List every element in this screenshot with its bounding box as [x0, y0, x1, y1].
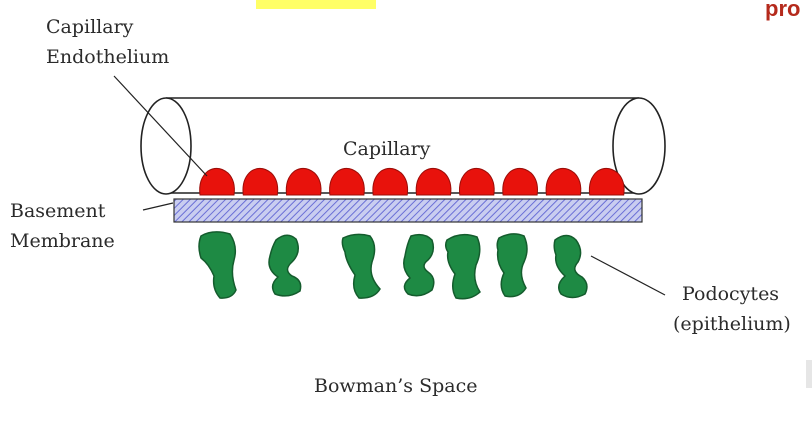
basement-membrane — [174, 199, 642, 222]
label-capillary: Capillary — [343, 136, 430, 162]
leader-line-basement-membrane — [143, 203, 173, 210]
podocyte — [404, 235, 434, 296]
endothelial-cells — [200, 168, 624, 195]
endothelial-cell — [503, 168, 538, 195]
podocyte — [554, 236, 587, 298]
label-capillary-endothelium-line1: Capillary — [46, 14, 133, 40]
label-podocytes-line2: (epithelium) — [673, 311, 791, 337]
podocytes — [199, 232, 587, 299]
endothelial-cell — [459, 168, 494, 195]
endothelial-cell — [416, 168, 451, 195]
endothelial-cell — [546, 168, 581, 195]
label-basement-membrane-line1: Basement — [10, 198, 105, 224]
endothelial-cell — [243, 168, 278, 195]
label-bowmans-space: Bowman’s Space — [314, 373, 477, 399]
label-basement-membrane-line2: Membrane — [10, 228, 115, 254]
endothelial-cell — [200, 168, 235, 195]
label-podocytes-line1: Podocytes — [682, 281, 779, 307]
podocyte — [342, 234, 380, 298]
endothelial-cell — [373, 168, 408, 195]
podocyte — [497, 234, 527, 297]
label-capillary-endothelium-line2: Endothelium — [46, 44, 169, 70]
endothelial-cell — [286, 168, 321, 195]
podocyte — [446, 235, 480, 299]
podocyte — [199, 232, 236, 298]
podocyte — [269, 235, 301, 296]
leader-line-podocytes — [591, 256, 665, 295]
endothelial-cell — [330, 168, 365, 195]
edge-fragment — [806, 360, 812, 388]
